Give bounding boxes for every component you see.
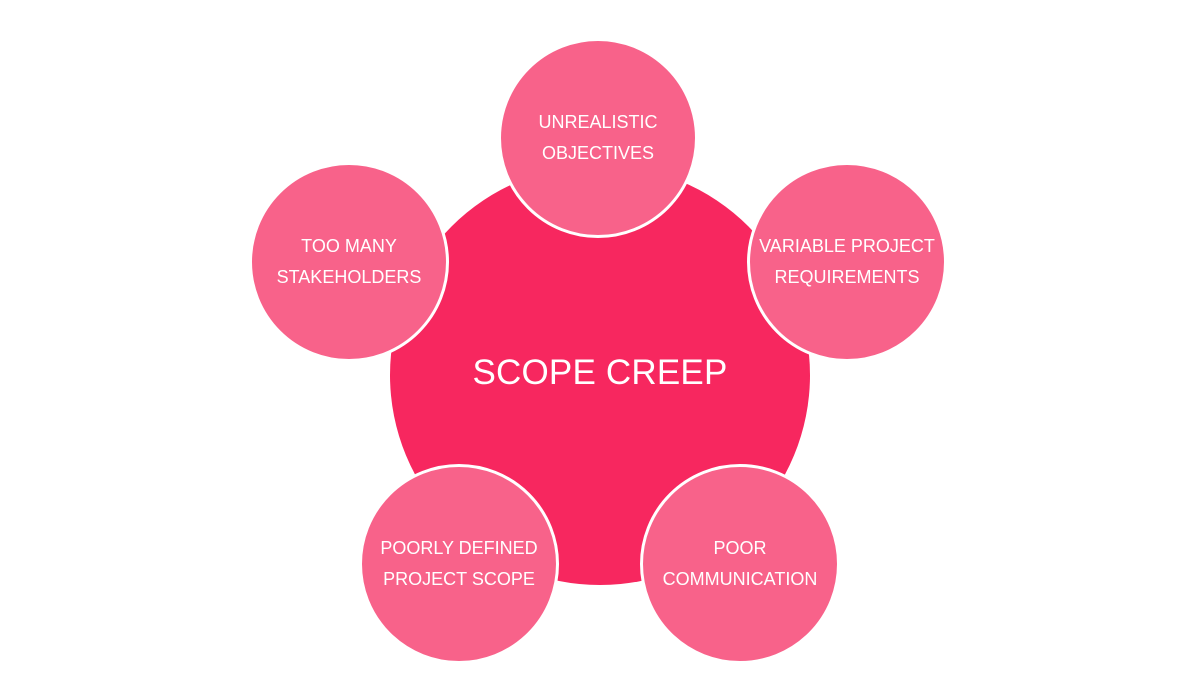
variable-project-requirements-label: VARIABLE PROJECT REQUIREMENTS [759,236,935,287]
unrealistic-objectives-node: UNREALISTIC OBJECTIVES [498,38,698,238]
too-many-stakeholders-label: TOO MANY STAKEHOLDERS [276,236,422,287]
poor-communication-node: POOR COMMUNICATION [640,464,840,664]
variable-project-requirements-node: VARIABLE PROJECT REQUIREMENTS [747,162,947,362]
poor-communication-label: POOR COMMUNICATION [662,538,818,589]
poorly-defined-project-scope-node: POORLY DEFINED PROJECT SCOPE [359,464,559,664]
poorly-defined-project-scope-label: POORLY DEFINED PROJECT SCOPE [380,538,538,589]
too-many-stakeholders-node: TOO MANY STAKEHOLDERS [249,162,449,362]
scope-creep-center-label: SCOPE CREEP [472,353,728,392]
unrealistic-objectives-label: UNREALISTIC OBJECTIVES [538,112,658,163]
